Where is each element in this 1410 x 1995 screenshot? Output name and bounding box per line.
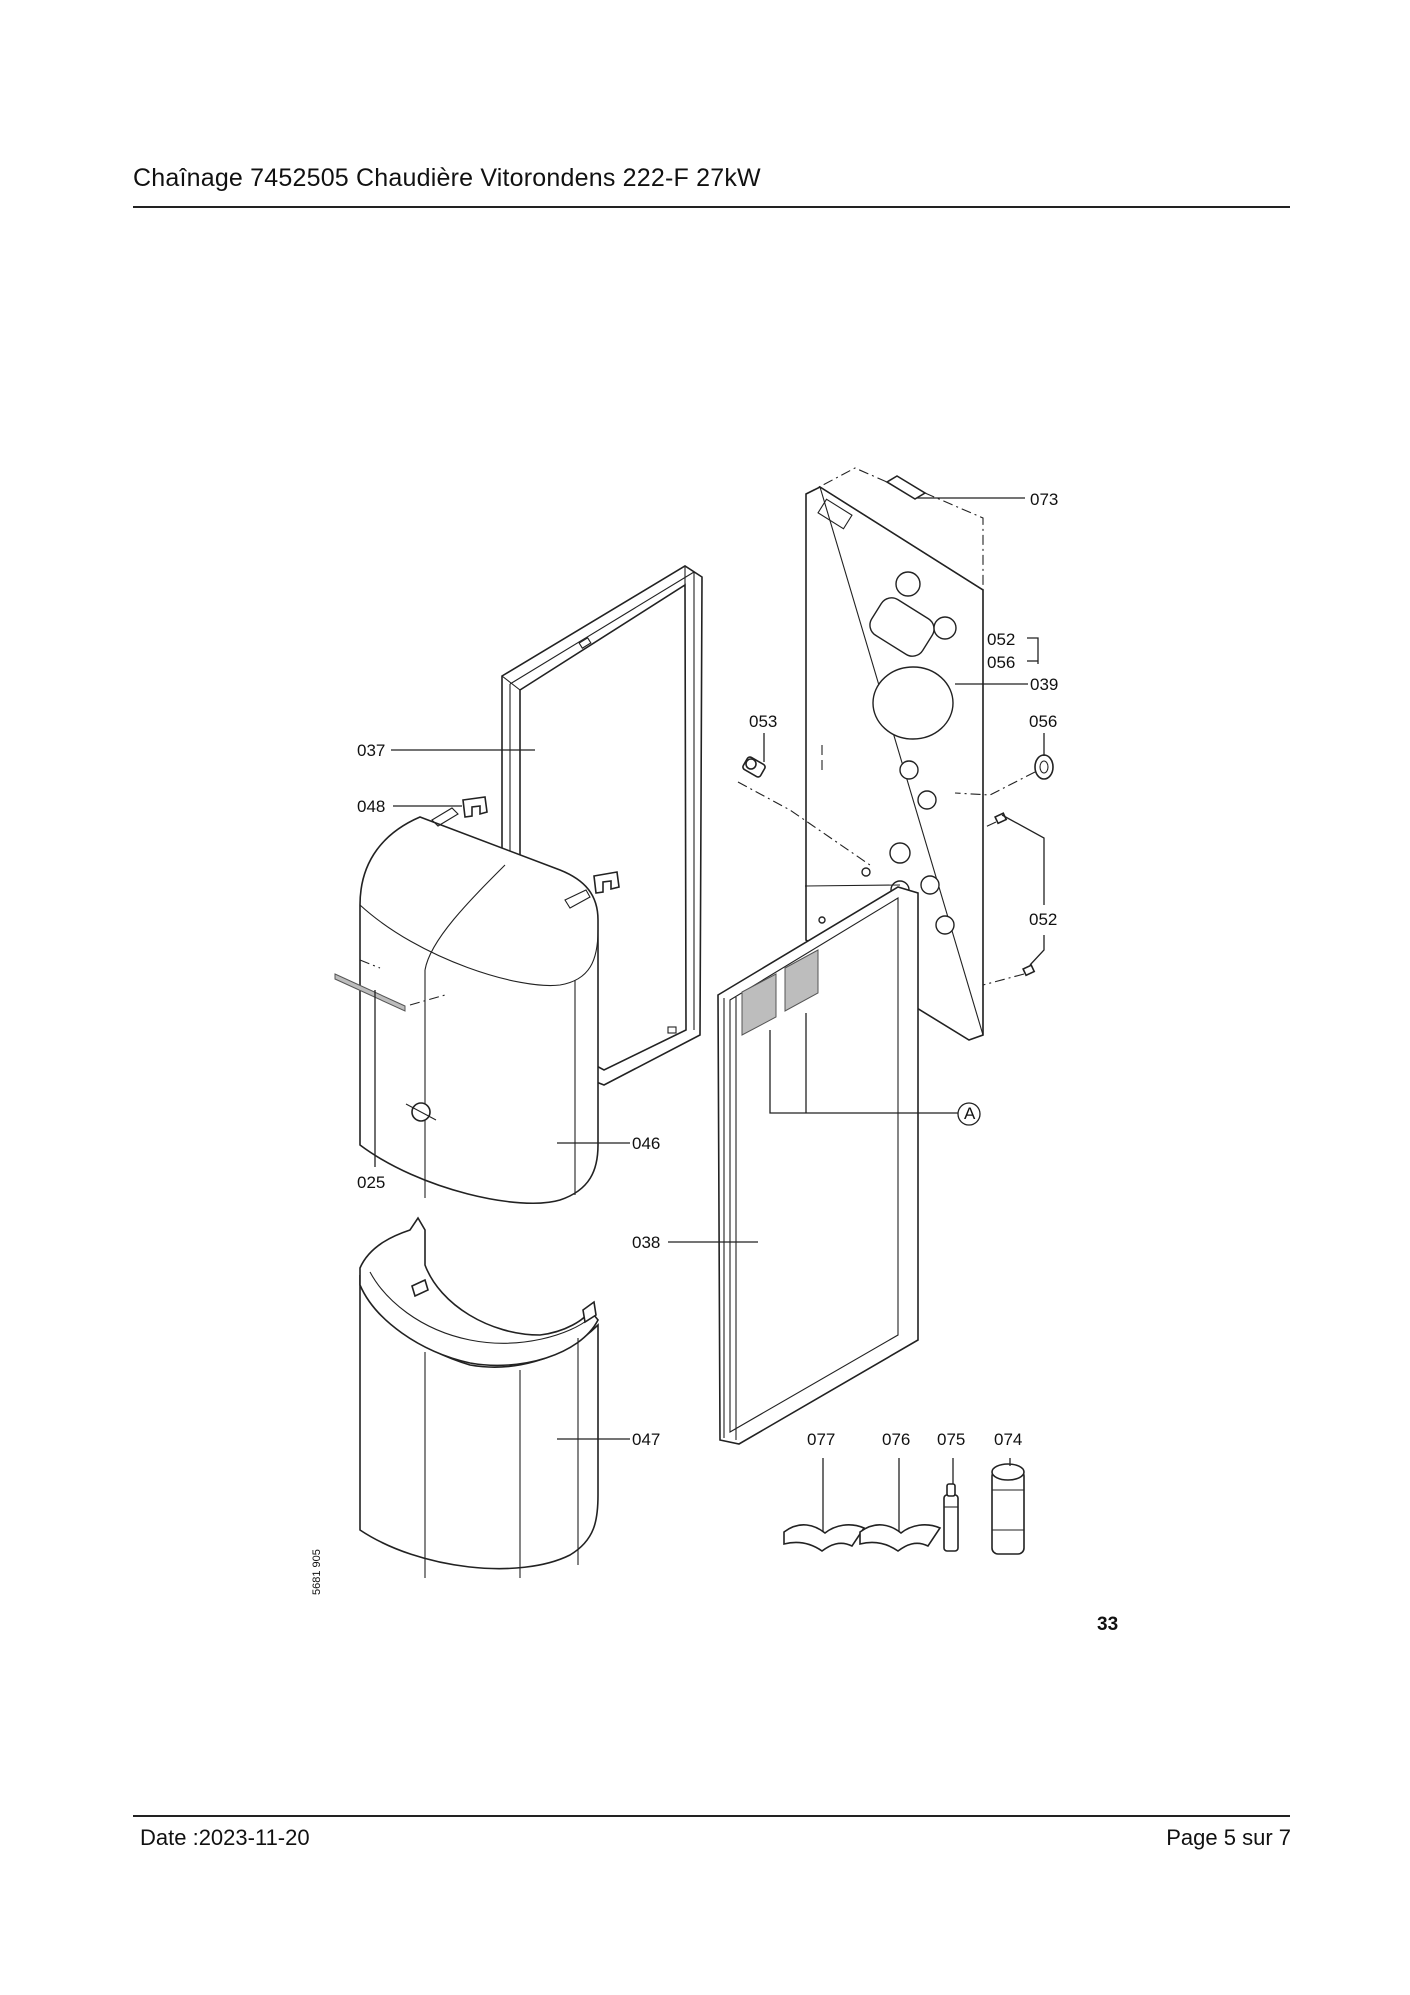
- document-number: 5681 905: [311, 1549, 323, 1595]
- callout-047: 047: [632, 1430, 660, 1449]
- callout-037: 037: [357, 741, 385, 760]
- fastener-053: [737, 756, 871, 866]
- screws-052: [982, 812, 1036, 986]
- callout-039: 039: [1030, 675, 1058, 694]
- callout-048: 048: [357, 797, 385, 816]
- touch-up-pen-075: [943, 1483, 959, 1552]
- callout-056-top: 056: [987, 653, 1015, 672]
- manual-077: [783, 1524, 866, 1552]
- footer-divider: [133, 1815, 1290, 1817]
- callout-056-right: 056: [1029, 712, 1057, 731]
- callout-052-right: 052: [1029, 910, 1057, 929]
- callout-077: 077: [807, 1430, 835, 1449]
- footer-page-number: Page 5 sur 7: [1166, 1825, 1291, 1850]
- callout-A: A: [964, 1104, 976, 1123]
- callout-A-circle: [957, 1102, 981, 1126]
- footer-date: Date :2023-11-20: [140, 1825, 310, 1850]
- callout-076: 076: [882, 1430, 910, 1449]
- callout-038: 038: [632, 1233, 660, 1252]
- manual-076: [859, 1524, 942, 1552]
- callout-053: 053: [749, 712, 777, 731]
- figure-number: 33: [1097, 1614, 1118, 1635]
- bracket-073: [805, 467, 984, 590]
- clips-048: [462, 796, 620, 894]
- callout-073: 073: [1030, 490, 1058, 509]
- upper-front-panel-046: [359, 807, 599, 1205]
- callout-025: 025: [357, 1173, 385, 1192]
- paint-can-074: [991, 1463, 1025, 1555]
- leader-lines: [374, 497, 1045, 1532]
- callout-046: 046: [632, 1134, 660, 1153]
- page-title: Chaînage 7452505 Chaudière Vitorondens 2…: [133, 164, 761, 192]
- callout-075: 075: [937, 1430, 965, 1449]
- strip-025: [334, 959, 446, 1012]
- header-divider: [133, 206, 1290, 208]
- callout-052-top: 052: [987, 630, 1015, 649]
- callout-074: 074: [994, 1430, 1022, 1449]
- lower-front-panel-047: [359, 1216, 599, 1578]
- front-door-038: [717, 884, 919, 1445]
